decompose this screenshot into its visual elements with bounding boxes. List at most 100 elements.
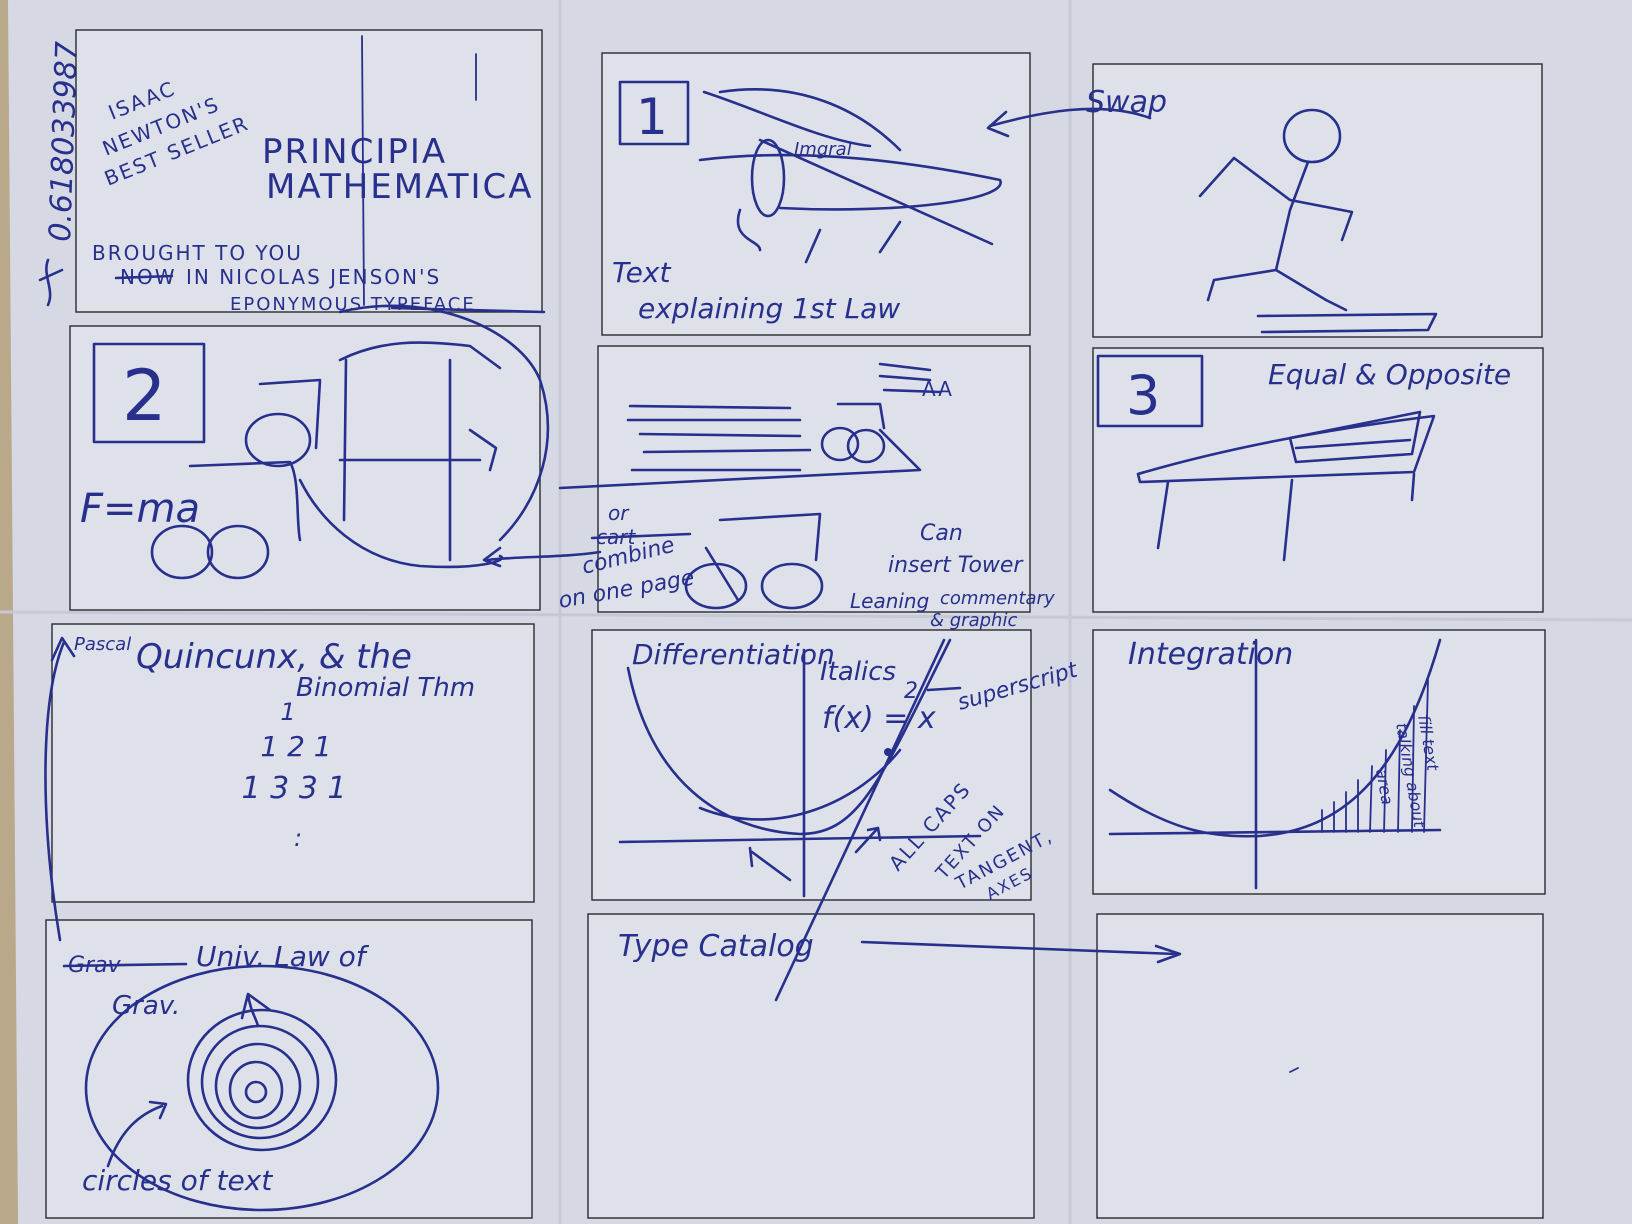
pascal-ellipsis: :: [294, 824, 302, 852]
bubble-label: Imgral: [794, 139, 852, 160]
panel-11: [587, 913, 1035, 1219]
graph-axes: [618, 648, 982, 898]
integration-curve: [1108, 638, 1442, 838]
panel-4-content: 2 F=ma: [80, 304, 550, 580]
caption-text: Text: [612, 256, 671, 289]
panel-11-content: Type Catalog: [618, 929, 1182, 964]
tangent-line: [698, 638, 946, 1002]
superscript-pointer: [926, 686, 962, 692]
scribble-mark: [878, 362, 942, 394]
panel-10: [45, 919, 533, 1219]
panel-4: [69, 325, 541, 611]
right-note-commentary: commentary: [940, 588, 1055, 609]
circle-text-3: [214, 1042, 302, 1130]
phi-symbol: [38, 258, 64, 307]
pascal-row-3: 1 3 3 1: [242, 771, 347, 806]
panel-7: [51, 623, 535, 903]
panel-number: 2: [122, 355, 169, 437]
circle-text-2: [200, 1024, 320, 1140]
note-or: or: [608, 501, 630, 525]
panel-8: [591, 629, 1032, 901]
aa-mark: AA: [922, 377, 954, 401]
strike-through: [114, 274, 174, 280]
differentiation-title: Differentiation: [632, 638, 835, 671]
runner-head: [1282, 108, 1342, 164]
pascal-row-2: 1 2 1: [260, 730, 331, 763]
grid-guide-lines: [361, 35, 477, 306]
catalog-arrow: [860, 940, 1182, 964]
panel-number: 1: [636, 88, 670, 146]
integration-title: Integration: [1128, 637, 1293, 672]
parabola-curve: [626, 638, 952, 836]
car-sketch: [698, 88, 1002, 264]
circles-of-text-caption: circles of text: [82, 1164, 273, 1197]
type-catalog-title: Type Catalog: [618, 929, 814, 964]
panel-2: [601, 52, 1031, 336]
strike-through: [590, 532, 692, 540]
pascal-arrow: [44, 640, 66, 942]
pascal-arrowhead: [50, 636, 76, 662]
fold-line: [0, 610, 1632, 622]
wheel-sketch: [750, 138, 786, 218]
panel-1: [75, 29, 543, 313]
integration-axes: [1108, 638, 1442, 890]
connector-curve: [338, 304, 550, 542]
panel-number: 3: [1126, 364, 1162, 427]
arrowhead: [482, 546, 502, 568]
tangent-point: [884, 748, 892, 756]
equal-opposite-title: Equal & Opposite: [1268, 358, 1511, 391]
right-note-can: Can: [920, 521, 963, 546]
panel-12-content: [1289, 1067, 1299, 1073]
circle-text-1: [186, 1008, 338, 1152]
panel-2-content: 1 Imgral Text explaining 1st Law: [612, 80, 1002, 325]
quincunx-title: Quincunx, & the: [136, 637, 412, 677]
arrow-to-panel-4: [486, 550, 602, 562]
formula-fx: f(x) = x: [822, 701, 936, 736]
formula-exponent: 2: [904, 679, 918, 704]
panel-9: [1092, 629, 1546, 895]
circle-text-5: [244, 1080, 268, 1104]
binomial-title: Binomial Thm: [296, 673, 475, 703]
strike-through: [62, 962, 188, 968]
formula-f-ma: F=ma: [80, 486, 200, 532]
right-note-insert-tower: insert Tower: [888, 553, 1024, 578]
underline: [390, 306, 546, 314]
cart-wheel-4: [760, 562, 824, 610]
horse-cart-sketch: [188, 341, 504, 569]
speed-lines: [626, 404, 812, 472]
panel-7-content: Pascal Quincunx, & the Binomial Thm 1 1 …: [44, 634, 475, 942]
panel-6-content: 3 Equal & Opposite: [1096, 354, 1511, 562]
cart-wheel-2: [846, 428, 886, 464]
pen-mark: [1289, 1067, 1299, 1073]
book-on-table: [1288, 410, 1422, 464]
title-principia: PRINCIPIA: [262, 132, 447, 172]
swap-arrow: [988, 107, 1152, 128]
orbit-outer: [84, 964, 440, 1212]
panel-12: [1096, 913, 1544, 1219]
right-note-graphic: & graphic: [930, 610, 1017, 631]
panel-number-box: [1096, 354, 1204, 428]
panel-number-box: [618, 80, 690, 146]
circles-arrow: [106, 1100, 168, 1168]
wheel-back: [244, 412, 312, 468]
label-arrows: [748, 826, 882, 882]
table-legs: [1156, 472, 1416, 562]
pascal-row-1: 1: [280, 698, 295, 726]
circle-text-4: [228, 1060, 284, 1120]
credit-line-2: IN NICOLAS JENSON'S: [186, 265, 441, 289]
right-note-leaning: Leaning: [850, 589, 929, 613]
cart-sketch-2: [704, 512, 822, 602]
pascal-note: Pascal: [74, 634, 131, 655]
wheel-left: [150, 524, 214, 580]
area-hatching: [1321, 679, 1429, 833]
runner-stick-figure: [1198, 156, 1438, 334]
credit-line-1: BROUGHT TO YOU: [92, 241, 303, 265]
wheel-right: [206, 524, 270, 580]
swap-arrowhead: [986, 110, 1010, 138]
apple-stem: [240, 992, 272, 1028]
caption-explaining: explaining 1st Law: [638, 292, 900, 325]
panel-3-content: [1198, 108, 1438, 334]
panel-number-box: [92, 342, 206, 444]
title-mathematica: MATHEMATICA: [266, 167, 534, 207]
